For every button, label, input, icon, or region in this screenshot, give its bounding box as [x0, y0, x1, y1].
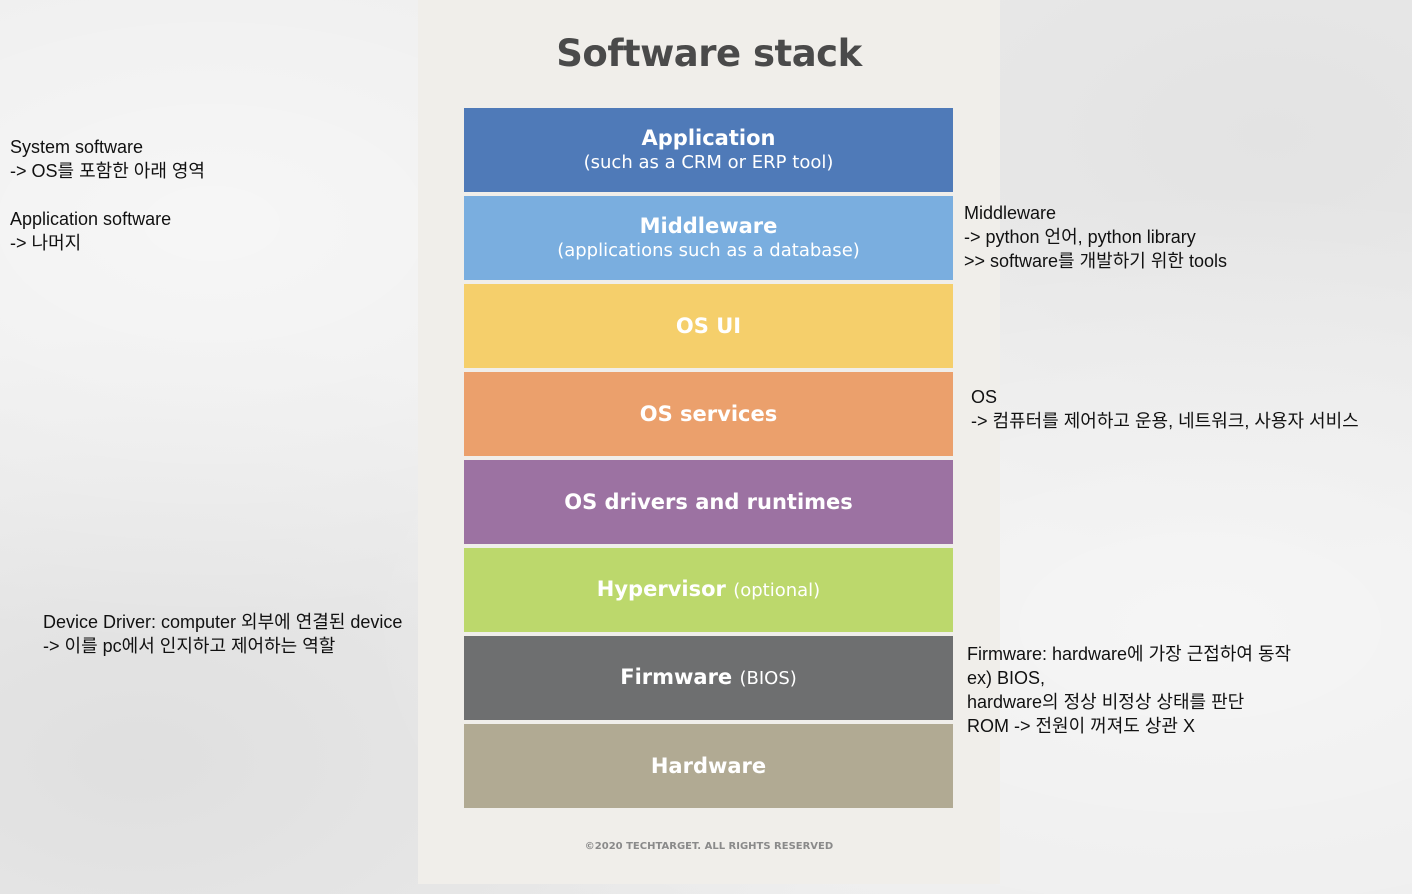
layer-os-services: OS services [464, 372, 953, 456]
layer-middleware: Middleware (applications such as a datab… [464, 196, 953, 280]
layer-firmware-inline: (BIOS) [739, 668, 797, 689]
firmware-note: Firmware: hardware에 가장 근접하여 동작 ex) BIOS,… [967, 642, 1291, 738]
layer-application-name: Application [641, 126, 776, 150]
os-note: OS -> 컴퓨터를 제어하고 운용, 네트워크, 사용자 서비스 [971, 385, 1359, 433]
note-line: hardware의 정상 비정상 상태를 판단 [967, 692, 1245, 712]
layer-os-drivers: OS drivers and runtimes [464, 460, 953, 544]
layer-os-drivers-name: OS drivers and runtimes [564, 490, 853, 514]
note-line: ROM -> 전원이 꺼져도 상관 X [967, 716, 1195, 736]
layer-firmware: Firmware (BIOS) [464, 636, 953, 720]
note-line: -> 이를 pc에서 인지하고 제어하는 역할 [43, 636, 336, 656]
layer-hypervisor-inline: (optional) [733, 580, 821, 601]
note-line: ex) BIOS, [967, 668, 1046, 688]
layer-middleware-sub: (applications such as a database) [557, 240, 860, 261]
note-line: Device Driver: computer 외부에 연결된 device [43, 612, 403, 632]
note-line: -> python 언어, python library [964, 227, 1196, 247]
system-software-note: System software -> OS를 포함한 아래 영역 Applica… [10, 135, 205, 255]
layer-hardware: Hardware [464, 724, 953, 808]
layer-middleware-name: Middleware [639, 214, 778, 238]
layer-os-ui: OS UI [464, 284, 953, 368]
note-line: OS [971, 387, 998, 407]
note-line: -> 나머지 [10, 233, 82, 253]
note-line: Middleware [964, 203, 1057, 223]
diagram-title: Software stack [556, 32, 862, 75]
software-stack-panel: Software stack Application (such as a CR… [418, 0, 1000, 884]
layer-os-ui-name: OS UI [675, 314, 742, 338]
layer-application-sub: (such as a CRM or ERP tool) [583, 152, 834, 173]
middleware-note: Middleware -> python 언어, python library … [964, 201, 1227, 273]
layer-os-services-name: OS services [639, 402, 778, 426]
note-line: -> 컴퓨터를 제어하고 운용, 네트워크, 사용자 서비스 [971, 411, 1359, 431]
layer-hypervisor: Hypervisor (optional) [464, 548, 953, 632]
layer-stack: Application (such as a CRM or ERP tool) … [464, 108, 953, 812]
note-line: System software [10, 137, 144, 157]
layer-firmware-name: Firmware [620, 665, 733, 689]
note-line: Firmware: hardware에 가장 근접하여 동작 [967, 644, 1292, 664]
layer-hypervisor-name: Hypervisor [596, 577, 726, 601]
note-line: -> OS를 포함한 아래 영역 [10, 161, 205, 181]
copyright-text: ©2020 TECHTARGET. ALL RIGHTS RESERVED [584, 841, 834, 852]
note-line: >> software를 개발하기 위한 tools [964, 251, 1227, 271]
layer-application: Application (such as a CRM or ERP tool) [464, 108, 953, 192]
note-line: Application software [10, 209, 172, 229]
device-driver-note: Device Driver: computer 외부에 연결된 device -… [43, 610, 402, 658]
layer-hardware-name: Hardware [650, 754, 767, 778]
